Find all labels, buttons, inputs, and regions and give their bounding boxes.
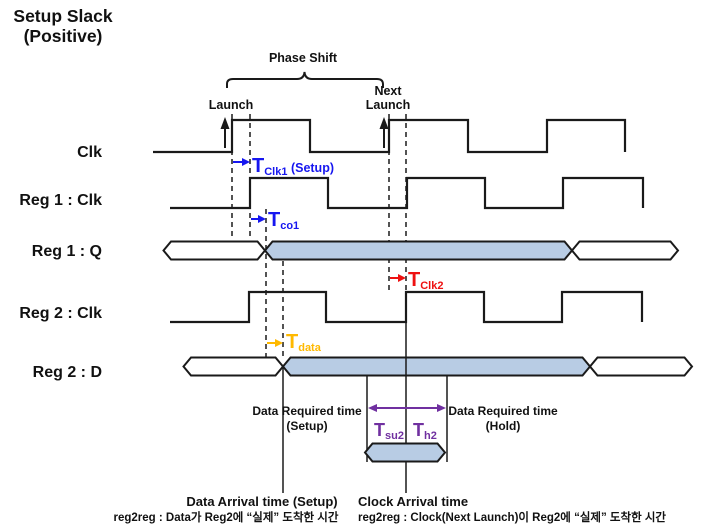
reg2-d-bus-valid bbox=[281, 356, 592, 377]
t-co1-label: Tco1 bbox=[268, 209, 299, 232]
t-h2-label: Th2 bbox=[413, 420, 437, 442]
signal-label-reg1-q: Reg 1 : Q bbox=[32, 243, 102, 260]
signal-label-reg1-clk: Reg 1 : Clk bbox=[19, 192, 102, 209]
reg1-q-bus-valid bbox=[263, 240, 574, 261]
reg1-q-bus-old bbox=[162, 240, 267, 261]
t-su2-label: Tsu2 bbox=[374, 420, 404, 442]
reg1-clk-waveform bbox=[170, 176, 645, 210]
t-clk1-arrow bbox=[233, 158, 250, 166]
data-required-hold-line1: Data Required time bbox=[448, 404, 558, 418]
phase-shift-brace bbox=[226, 71, 384, 88]
launch-edge-arrow bbox=[220, 117, 230, 148]
page-title-line2: (Positive) bbox=[24, 26, 103, 46]
clock-arrival-desc: reg2reg : Clock(Next Launch)이 Reg2에 “실제”… bbox=[358, 510, 666, 524]
next-launch-label-line1: Next bbox=[374, 84, 402, 98]
required-window-arrow bbox=[368, 404, 446, 412]
data-required-hold-line2: (Hold) bbox=[486, 419, 521, 433]
clk-waveform bbox=[153, 118, 627, 154]
t-clk1-label: TClk1 (Setup) bbox=[252, 155, 334, 178]
phase-shift-label: Phase Shift bbox=[269, 51, 338, 65]
page-title-line1: Setup Slack bbox=[13, 6, 112, 26]
signal-label-reg2-clk: Reg 2 : Clk bbox=[19, 305, 102, 322]
t-data-label: Tdata bbox=[286, 331, 322, 354]
next-launch-edge-arrow bbox=[379, 117, 389, 148]
clock-arrival-title: Clock Arrival time bbox=[358, 494, 468, 509]
t-co1-arrow bbox=[251, 215, 266, 223]
signal-label-reg2-d: Reg 2 : D bbox=[33, 364, 102, 381]
reg2-d-bus-next bbox=[588, 356, 694, 377]
data-arrival-title: Data Arrival time (Setup) bbox=[186, 494, 337, 509]
t-clk2-arrow bbox=[390, 274, 406, 282]
data-required-setup-line2: (Setup) bbox=[286, 419, 327, 433]
data-required-setup-line1: Data Required time bbox=[252, 404, 362, 418]
reg2-d-bus-old bbox=[182, 356, 285, 377]
signal-label-clk: Clk bbox=[77, 144, 102, 161]
launch-label: Launch bbox=[209, 98, 253, 112]
next-launch-label-line2: Launch bbox=[366, 98, 410, 112]
capture-window-bus bbox=[363, 442, 447, 463]
t-data-arrow bbox=[267, 339, 283, 347]
reg2-clk-waveform bbox=[170, 290, 644, 324]
reg1-q-bus-next bbox=[570, 240, 680, 261]
t-clk2-label: TClk2 bbox=[408, 269, 443, 292]
data-arrival-desc: reg2reg : Data가 Reg2에 “실제” 도착한 시간 bbox=[114, 510, 339, 524]
